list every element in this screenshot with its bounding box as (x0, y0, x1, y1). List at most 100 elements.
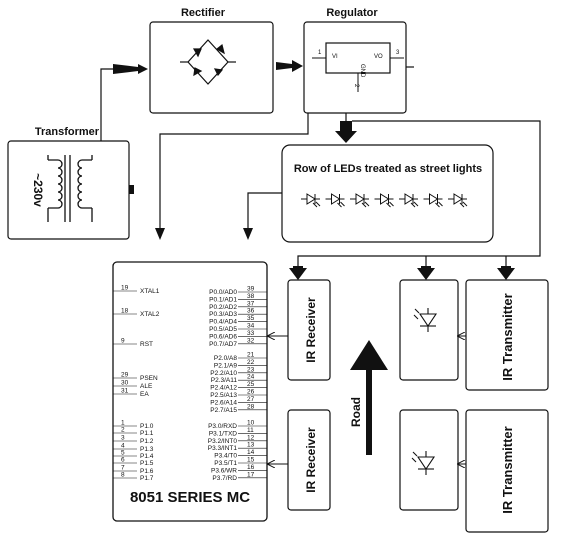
power-to-led-arrow (417, 266, 435, 280)
mcu-pin-name: ALE (140, 383, 153, 390)
ir-led-1 (399, 279, 459, 381)
mcu-pin-name: P1.0 (140, 423, 154, 430)
mcu-pin-number: 9 (121, 338, 125, 345)
ir-transmitter-1: IR Transmitter (465, 279, 549, 391)
mcu-pin-name: XTAL1 (140, 288, 160, 295)
mcu-pin-name: P2.1/A9 (214, 362, 238, 369)
mcu-pin-number: 23 (247, 366, 255, 373)
mcu-pin-number: 22 (247, 359, 255, 366)
power-to-mcu-arrow-1 (155, 228, 165, 240)
mcu-pin-number: 11 (247, 427, 254, 434)
ir-receiver-1-title: IR Receiver (304, 297, 318, 363)
mcu-pin-name: P3.1/TXD (209, 430, 237, 437)
mcu-pin-number: 32 (247, 337, 255, 344)
mcu-pin-number: 29 (121, 372, 129, 379)
mcu-pin-number: 37 (247, 300, 255, 307)
mcu-pin-name: P3.2/INT0 (208, 438, 238, 445)
mcu-pin-name: P2.4/A12 (210, 385, 237, 392)
mcu-pin-name: P1.1 (140, 430, 154, 437)
ir-transmitter-2-box (465, 409, 549, 533)
ir-transmitter-2-title: IR Transmitter (500, 426, 515, 513)
rectifier-box (149, 21, 274, 114)
ir-transmitter-1-title: IR Transmitter (500, 293, 515, 380)
bridge-rectifier-icon (180, 39, 236, 85)
mcu-pin-number: 2 (121, 427, 125, 434)
regulator-pin-out: 3 (396, 50, 400, 56)
mcu-pin-name: XTAL2 (140, 311, 160, 318)
mcu-pin-name: P1.4 (140, 453, 154, 460)
mcu-pin-name: P2.7/A15 (210, 407, 237, 414)
mcu-pin-number: 24 (247, 374, 255, 381)
rectifier-title: Rectifier (181, 7, 226, 19)
transformer-symbol-icon (47, 155, 93, 222)
ir-receiver-2-title: IR Receiver (304, 427, 318, 493)
mcu-box (112, 261, 268, 522)
mcu-pin-number: 5 (121, 450, 125, 457)
transformer-output-tab (129, 185, 134, 194)
mcu-pin-name: P1.6 (140, 468, 154, 475)
mcu-pin-name: RST (140, 341, 153, 348)
transformer-title: Transformer (35, 126, 100, 138)
mcu-pin-name: P1.5 (140, 460, 154, 467)
rectifier-to-regulator-arrow (276, 60, 303, 72)
mcu-pin-name: P3.0/RXD (208, 423, 237, 430)
mcu-right-pin: 22 P2.1/A9 (214, 359, 267, 369)
mcu-left-pin: 5 P1.4 (113, 450, 154, 460)
mcu-left-pin: 8 P1.7 (113, 472, 154, 482)
street-light-led-icon (374, 193, 394, 208)
mcu-pin-name: PSEN (140, 375, 158, 382)
mcu-pin-name: P3.6/WR (211, 467, 237, 474)
mcu-pin-number: 17 (247, 471, 255, 478)
mcu-pin-number: 8 (121, 472, 125, 479)
street-light-led-icon (350, 193, 370, 208)
transformer-box (7, 140, 130, 240)
mcu-pin-number: 12 (247, 434, 255, 441)
mcu-left-pin: 2 P1.1 (113, 427, 154, 437)
road-indicator: Road (349, 340, 388, 455)
road-arrow-icon (350, 340, 388, 455)
mcu-pin-name: P2.3/A11 (211, 377, 238, 384)
transformer-block: Transformer ~230v (7, 126, 134, 240)
transformer-to-rectifier-link (100, 64, 148, 141)
mcu-pin-name: P3.5/T1 (214, 460, 237, 467)
mcu-pin-name: P0.0/AD0 (209, 289, 237, 296)
led-row-title: Row of LEDs treated as street lights (294, 163, 482, 175)
mcu-pin-name: P2.5/A13 (210, 392, 237, 399)
mcu-right-pin: 24 P2.3/A11 (211, 374, 267, 384)
regulator-to-leds-arrow (335, 121, 357, 143)
transformer-voltage-label: ~230v (31, 173, 45, 207)
ir-receiver-1: IR Receiver (287, 279, 331, 381)
mcu-right-pin: 26 P2.5/A13 (210, 389, 267, 399)
street-light-led-icon (325, 193, 345, 208)
mcu-pin-number: 3 (121, 435, 125, 442)
mcu-pin-number: 28 (247, 403, 255, 410)
mcu-pin-name: P0.4/AD4 (209, 319, 237, 326)
mcu-pin-number: 26 (247, 389, 255, 396)
mcu-pin-number: 38 (247, 293, 255, 300)
ir-receiver-2-box (287, 409, 331, 511)
street-light-led-icon (399, 193, 419, 208)
mcu-pin-number: 21 (247, 352, 255, 359)
mcu-pin-number: 15 (247, 457, 255, 464)
mcu-right-pins: 39P0.0/AD038P0.1/AD137P0.2/AD236P0.3/AD3… (208, 286, 267, 482)
regulator-label-gnd: GND (359, 64, 365, 78)
mcu-pin-name: P1.7 (140, 475, 154, 482)
mcu-pin-name: P0.2/AD2 (209, 304, 237, 311)
